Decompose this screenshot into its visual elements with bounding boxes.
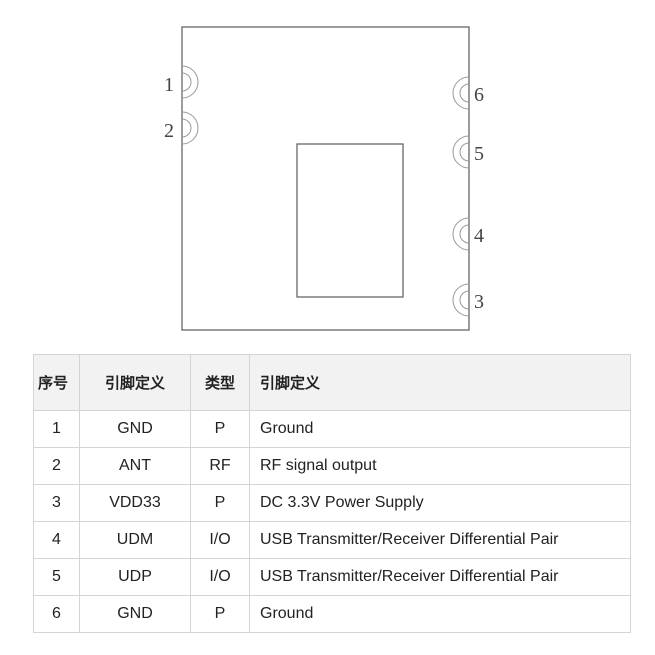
header-description: 引脚定义 xyxy=(249,354,631,411)
pad-4 xyxy=(452,217,470,251)
pin-label-6: 6 xyxy=(474,84,484,106)
shield-area xyxy=(296,143,404,298)
module-board xyxy=(181,26,470,331)
pin-index: 6 xyxy=(33,595,80,633)
pin-type: P xyxy=(190,595,250,633)
pin-label-5: 5 xyxy=(474,143,484,165)
pin-index: 4 xyxy=(33,521,80,559)
header-type: 类型 xyxy=(190,354,250,411)
header-pin-name: 引脚定义 xyxy=(79,354,191,411)
pin-name: UDP xyxy=(79,558,191,596)
pin-label-2: 2 xyxy=(164,120,174,142)
pad-5 xyxy=(452,135,470,169)
pin-index: 3 xyxy=(33,484,80,522)
pin-name: UDM xyxy=(79,521,191,559)
pin-name: GND xyxy=(79,410,191,448)
pin-index: 2 xyxy=(33,447,80,485)
pin-type: I/O xyxy=(190,521,250,559)
pin-index: 1 xyxy=(33,410,80,448)
pin-label-1: 1 xyxy=(164,74,174,96)
pin-description: Ground xyxy=(249,595,631,633)
pin-description: Ground xyxy=(249,410,631,448)
pad-6 xyxy=(452,76,470,110)
header-index: 序号 xyxy=(33,354,80,411)
pin-label-4: 4 xyxy=(474,225,484,247)
pin-type: P xyxy=(190,484,250,522)
pin-label-3: 3 xyxy=(474,291,484,313)
pin-description: DC 3.3V Power Supply xyxy=(249,484,631,522)
pin-name: GND xyxy=(79,595,191,633)
pin-description: USB Transmitter/Receiver Differential Pa… xyxy=(249,558,631,596)
pad-1 xyxy=(181,65,199,99)
pad-3 xyxy=(452,283,470,317)
pin-description: USB Transmitter/Receiver Differential Pa… xyxy=(249,521,631,559)
pin-name: VDD33 xyxy=(79,484,191,522)
pin-name: ANT xyxy=(79,447,191,485)
pin-description: RF signal output xyxy=(249,447,631,485)
pin-index: 5 xyxy=(33,558,80,596)
table-header-row: 序号 引脚定义 类型 引脚定义 xyxy=(33,354,631,411)
pin-type: RF xyxy=(190,447,250,485)
pin-type: I/O xyxy=(190,558,250,596)
pin-type: P xyxy=(190,410,250,448)
module-outline-diagram: 1 2 6 5 4 3 xyxy=(164,26,484,331)
pad-2 xyxy=(181,111,199,145)
